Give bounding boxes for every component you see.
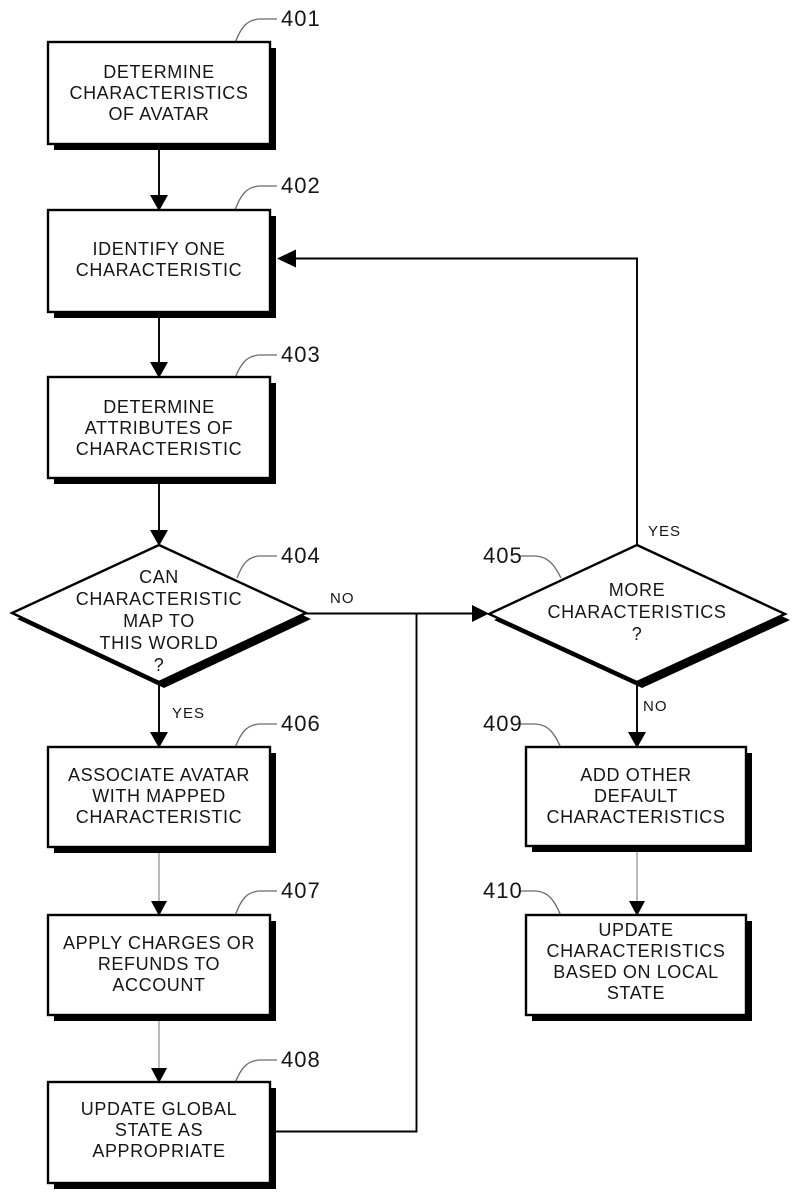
connector-401-402 (150, 144, 168, 211)
arrowhead-down-406 (150, 732, 168, 748)
connector-403-404 (150, 478, 168, 546)
node-401-line3: OF AVATAR (108, 104, 209, 124)
leader-401 (234, 18, 277, 44)
ref-label-407: 407 (281, 878, 321, 903)
node-407-line1: APPLY CHARGES OR (63, 933, 255, 953)
branch-label-405-no: NO (643, 698, 668, 715)
connector-404-405-no (306, 605, 489, 622)
node-408: UPDATE GLOBAL STATE AS APPROPRIATE (46, 1080, 276, 1189)
leader-404 (236, 555, 277, 579)
node-404-line1: CAN (139, 567, 179, 587)
node-405-line1: MORE (609, 580, 665, 600)
ref-label-406: 406 (281, 711, 321, 736)
node-407-line2: REFUNDS TO (98, 954, 220, 974)
ref-label-410: 410 (483, 878, 523, 903)
node-404: CAN CHARACTERISTIC MAP TO THIS WORLD ? (9, 543, 311, 688)
connector-408-to-no-line (271, 613, 418, 1133)
connector-409-410 (629, 846, 645, 916)
connector-405-402-yes-return (277, 249, 638, 545)
node-403: DETERMINE ATTRIBUTES OF CHARACTERISTIC (46, 375, 276, 484)
node-404-line3: MAP TO (123, 611, 195, 631)
node-406-line2: WITH MAPPED (92, 786, 226, 806)
node-410: UPDATE CHARACTERISTICS BASED ON LOCAL ST… (524, 913, 752, 1021)
node-408-line1: UPDATE GLOBAL (81, 1099, 238, 1119)
node-410-line3: BASED ON LOCAL (553, 962, 718, 982)
node-408-line3: APPROPRIATE (92, 1141, 225, 1161)
arrowhead-left-402 (277, 249, 296, 268)
leader-403 (234, 354, 277, 379)
arrowhead-down-410 (629, 901, 645, 916)
node-404-line5: ? (154, 655, 165, 675)
arrowhead-down-408 (151, 1068, 167, 1083)
node-404-line2: CHARACTERISTIC (76, 589, 242, 609)
node-401-line1: DETERMINE (103, 62, 214, 82)
leader-405 (520, 555, 562, 579)
node-410-line4: STATE (607, 983, 665, 1003)
connector-405-409-no (628, 682, 646, 748)
node-409: ADD OTHER DEFAULT CHARACTERISTICS (524, 745, 752, 852)
node-401: DETERMINE CHARACTERISTICS OF AVATAR (46, 40, 276, 150)
leader-402 (234, 185, 277, 211)
node-406-line1: ASSOCIATE AVATAR (68, 765, 250, 785)
node-402: IDENTIFY ONE CHARACTERISTIC (46, 208, 276, 318)
arrowhead-down-403 (150, 362, 168, 378)
node-405: MORE CHARACTERISTICS ? (486, 543, 790, 688)
ref-label-401: 401 (281, 6, 321, 31)
branch-label-405-yes: YES (648, 523, 681, 540)
connector-407-408 (151, 1015, 167, 1083)
leader-410 (520, 890, 562, 917)
node-402-line1: IDENTIFY ONE (93, 239, 226, 259)
arrowhead-right-405 (472, 605, 489, 622)
node-409-line1: ADD OTHER (580, 765, 691, 785)
leader-407 (234, 890, 277, 917)
arrowhead-down-402 (150, 195, 168, 211)
node-405-line3: ? (632, 624, 643, 644)
ref-label-409: 409 (483, 711, 523, 736)
node-407-line3: ACCOUNT (112, 975, 205, 995)
node-409-line3: CHARACTERISTICS (546, 807, 725, 827)
node-401-line2: CHARACTERISTICS (69, 83, 248, 103)
ref-label-402: 402 (281, 173, 321, 198)
connector-404-406-yes (150, 682, 168, 748)
arrowhead-down-404 (150, 530, 168, 546)
node-405-line2: CHARACTERISTICS (547, 602, 726, 622)
node-403-line3: CHARACTERISTIC (76, 439, 242, 459)
arrowhead-down-409 (628, 732, 646, 748)
node-410-line2: CHARACTERISTICS (546, 941, 725, 961)
node-403-line2: ATTRIBUTES OF (85, 418, 233, 438)
ref-label-405: 405 (483, 543, 523, 568)
ref-label-403: 403 (281, 342, 321, 367)
leader-406 (234, 723, 277, 749)
connector-406-407 (151, 848, 167, 916)
node-403-line1: DETERMINE (103, 397, 214, 417)
connector-402-403 (150, 313, 168, 378)
node-406-line3: CHARACTERISTIC (76, 807, 242, 827)
node-408-line2: STATE AS (115, 1120, 203, 1140)
node-406: ASSOCIATE AVATAR WITH MAPPED CHARACTERIS… (46, 745, 276, 853)
arrowhead-down-407 (151, 901, 167, 916)
ref-label-408: 408 (281, 1047, 321, 1072)
node-409-line2: DEFAULT (594, 786, 678, 806)
branch-label-404-yes: YES (172, 705, 205, 722)
node-402-line2: CHARACTERISTIC (76, 260, 242, 280)
node-410-line1: UPDATE (598, 920, 673, 940)
ref-label-404: 404 (281, 543, 321, 568)
node-404-line4: THIS WORLD (99, 633, 218, 653)
branch-label-404-no: NO (330, 590, 355, 607)
leader-408 (234, 1059, 277, 1084)
node-407: APPLY CHARGES OR REFUNDS TO ACCOUNT (46, 913, 276, 1021)
leader-409 (520, 723, 562, 749)
